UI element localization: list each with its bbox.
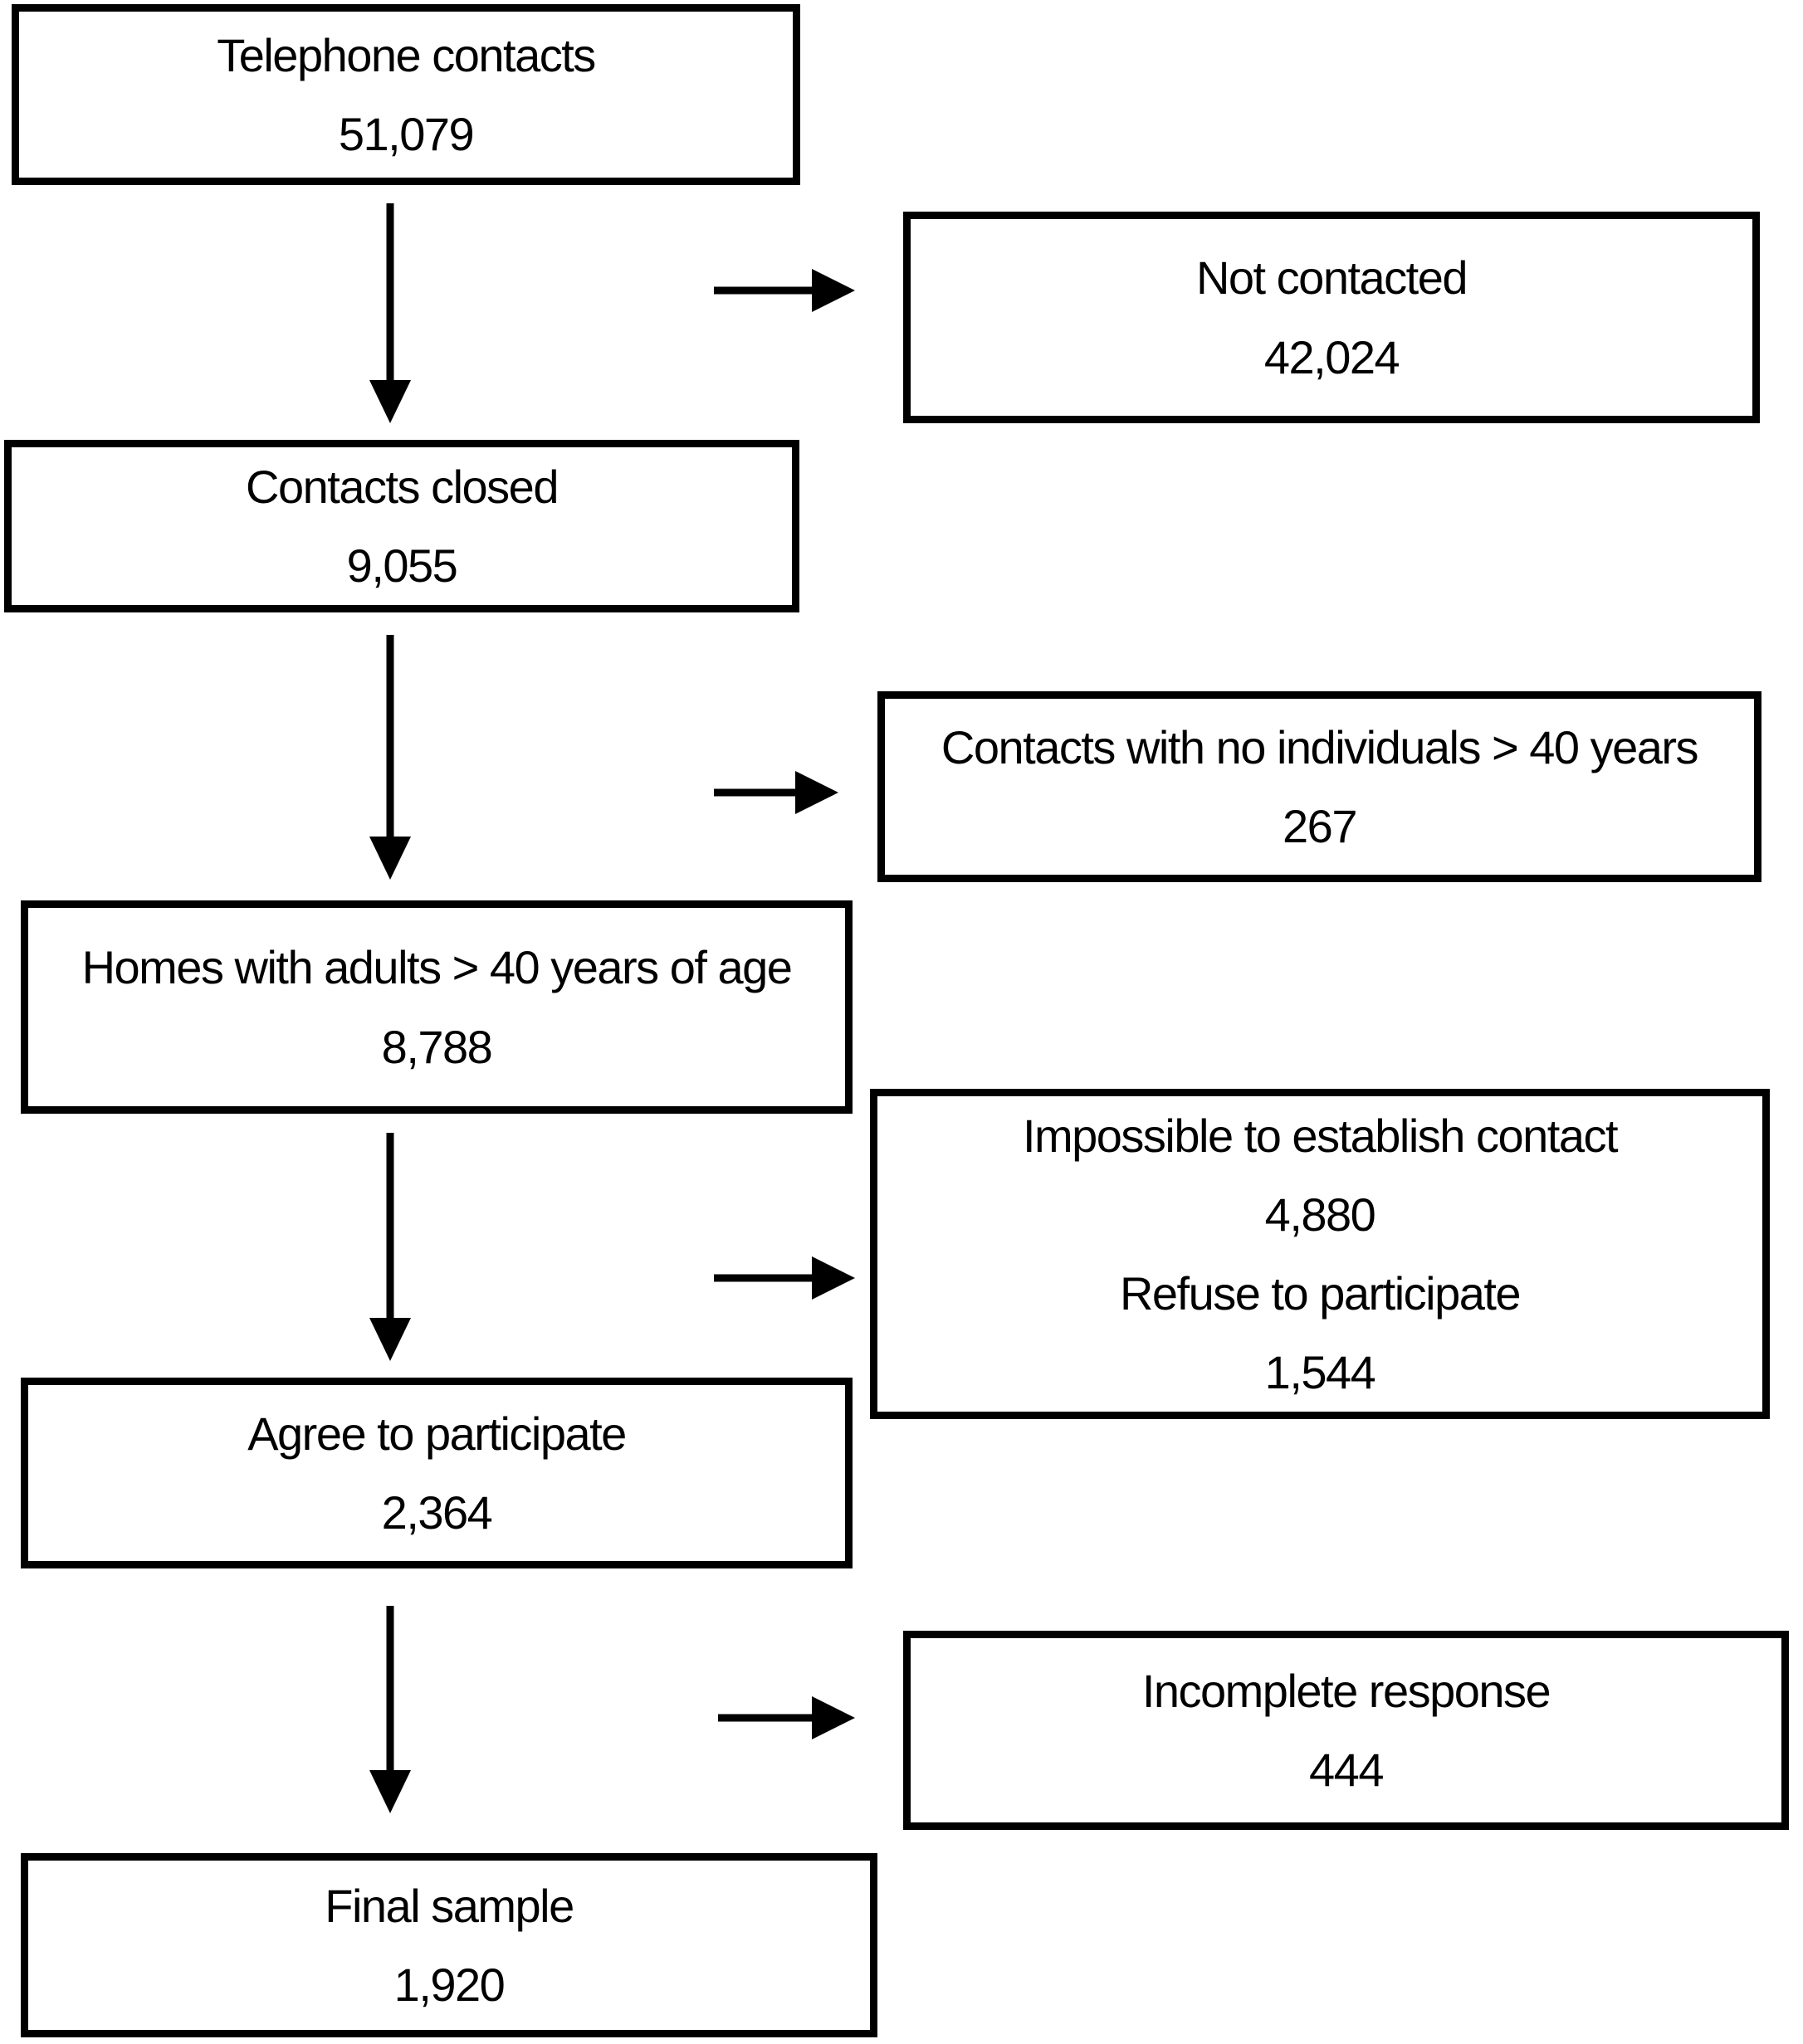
box-value: 2,364 xyxy=(381,1486,493,1539)
down-arrow-icon xyxy=(364,635,417,880)
box-label: Final sample xyxy=(325,1879,574,1932)
box-value: 1,544 xyxy=(1264,1346,1376,1399)
box-value: 9,055 xyxy=(346,539,458,592)
arrow-head xyxy=(369,837,411,880)
arrow-shaft xyxy=(714,1274,812,1282)
box-value: 1,920 xyxy=(393,1959,506,2011)
arrow-head xyxy=(795,771,838,814)
box-label: Homes with adults > 40 years of age xyxy=(81,941,793,994)
arrow-head xyxy=(812,269,855,312)
arrow-head xyxy=(812,1696,855,1739)
box-label: Refuse to participate xyxy=(1119,1267,1522,1320)
arrow-shaft xyxy=(386,203,394,380)
arrow-head xyxy=(369,380,411,423)
arrow-shaft xyxy=(714,788,795,797)
arrow-head xyxy=(369,1770,411,1813)
box-value: 4,880 xyxy=(1264,1188,1376,1241)
right-arrow-icon xyxy=(714,268,855,313)
box-value: 444 xyxy=(1309,1744,1384,1796)
box-telephone-contacts: Telephone contacts 51,079 xyxy=(12,4,800,185)
box-label: Incomplete response xyxy=(1141,1664,1551,1717)
arrow-head xyxy=(369,1318,411,1361)
box-impossible-contact-refuse: Impossible to establish contact 4,880 Re… xyxy=(870,1089,1770,1419)
box-homes-with-adults: Homes with adults > 40 years of age 8,78… xyxy=(21,900,853,1114)
down-arrow-icon xyxy=(364,203,417,423)
box-value: 267 xyxy=(1283,800,1357,852)
arrow-shaft xyxy=(714,286,812,295)
arrow-shaft xyxy=(386,1606,394,1770)
box-label: Contacts closed xyxy=(246,460,559,513)
box-value: 42,024 xyxy=(1263,330,1400,383)
right-arrow-icon xyxy=(718,1695,855,1740)
box-not-contacted: Not contacted 42,024 xyxy=(903,212,1760,423)
right-arrow-icon xyxy=(714,1256,855,1300)
down-arrow-icon xyxy=(364,1133,417,1361)
box-contacts-closed: Contacts closed 9,055 xyxy=(4,440,799,612)
arrow-head xyxy=(812,1256,855,1300)
box-value: 8,788 xyxy=(381,1020,493,1073)
box-label: Not contacted xyxy=(1195,251,1468,305)
box-label: Contacts with no individuals > 40 years xyxy=(941,720,1699,773)
right-arrow-icon xyxy=(714,770,838,815)
box-label: Telephone contacts xyxy=(217,28,596,81)
arrow-shaft xyxy=(386,1133,394,1318)
arrow-shaft xyxy=(718,1714,812,1722)
box-label: Agree to participate xyxy=(247,1407,627,1460)
box-value: 51,079 xyxy=(338,108,475,160)
box-incomplete-response: Incomplete response 444 xyxy=(903,1631,1789,1830)
box-agree-to-participate: Agree to participate 2,364 xyxy=(21,1378,853,1568)
box-no-individuals-over-40: Contacts with no individuals > 40 years … xyxy=(877,691,1761,882)
box-label: Impossible to establish contact xyxy=(1022,1109,1619,1162)
arrow-shaft xyxy=(386,635,394,837)
box-final-sample: Final sample 1,920 xyxy=(21,1853,877,2037)
down-arrow-icon xyxy=(364,1606,417,1813)
